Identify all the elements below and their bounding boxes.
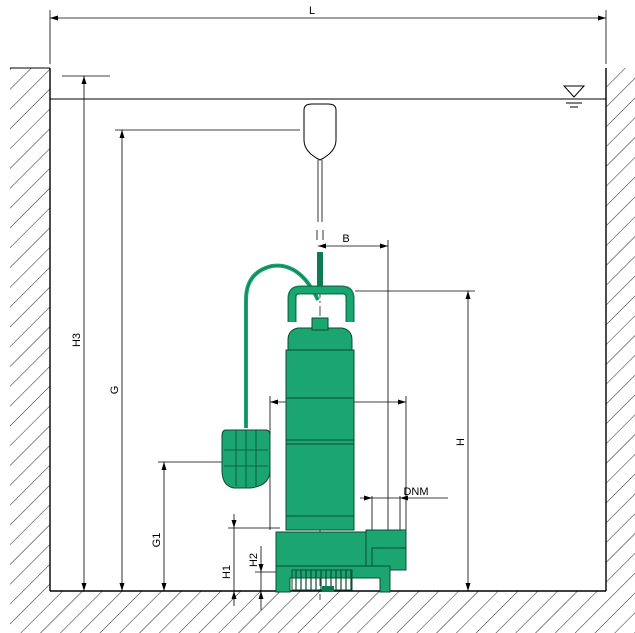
label-h: H bbox=[455, 438, 467, 446]
submersible-pump bbox=[244, 252, 407, 593]
label-h2: H2 bbox=[248, 553, 260, 567]
dimension-g: G bbox=[109, 129, 300, 591]
lower-float-switch bbox=[221, 429, 271, 489]
right-wall bbox=[605, 68, 635, 591]
dimension-l: L bbox=[49, 5, 607, 64]
label-h1: H1 bbox=[221, 565, 233, 579]
label-g: G bbox=[109, 386, 121, 395]
label-b: B bbox=[342, 233, 349, 245]
dimension-h1: H1 bbox=[221, 514, 280, 606]
dimension-h2: H2 bbox=[248, 546, 290, 610]
dimension-h3: H3 bbox=[62, 75, 110, 591]
dimension-g1: G1 bbox=[151, 461, 226, 591]
water-level-triangle-icon bbox=[562, 85, 586, 108]
dimension-dnm: DNM bbox=[360, 486, 448, 530]
label-h3: H3 bbox=[71, 333, 83, 347]
label-l: L bbox=[309, 5, 315, 17]
label-g1: G1 bbox=[151, 533, 163, 548]
dimension-h: H bbox=[355, 290, 475, 592]
upper-float-switch bbox=[303, 103, 337, 240]
label-dnm: DNM bbox=[403, 486, 428, 498]
floor bbox=[10, 590, 635, 633]
left-wall bbox=[10, 67, 51, 591]
